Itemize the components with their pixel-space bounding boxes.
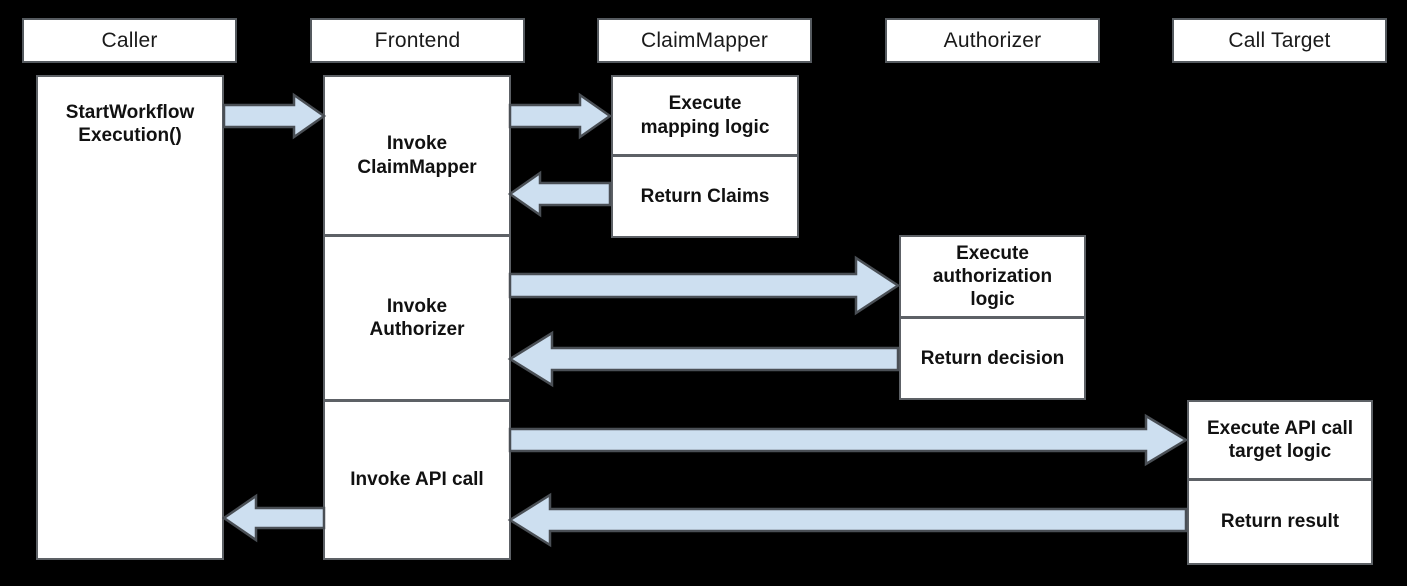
message-arrow-frontend-to-calltarget xyxy=(508,413,1189,467)
participant-header-calltarget: Call Target xyxy=(1172,18,1387,63)
message-arrow-frontend-to-claimmapper xyxy=(508,92,613,140)
activation-authorizer-return-line1: Return decision xyxy=(920,347,1065,369)
message-arrow-calltarget-to-frontend xyxy=(507,492,1188,548)
activation-calltarget-exec-line2: target logic xyxy=(1228,441,1332,462)
activation-frontend-invoke-claimmapper: Invoke ClaimMapper xyxy=(323,75,511,236)
participant-header-calltarget-label: Call Target xyxy=(1228,28,1331,52)
activation-claimmapper-return-claims: Return Claims xyxy=(611,156,799,238)
message-arrow-claimmapper-to-frontend xyxy=(507,170,612,218)
activation-claimmapper-exec-line1: Execute xyxy=(668,93,742,115)
participant-header-frontend-label: Frontend xyxy=(374,28,461,52)
activation-calltarget-return-result: Return result xyxy=(1187,480,1373,565)
activation-authorizer-execute-authorization-logic: Execute authorization logic xyxy=(899,235,1086,318)
activation-caller-line2: Execution() xyxy=(78,125,182,147)
activation-claimmapper-return-line1: Return Claims xyxy=(640,185,770,207)
participant-header-claimmapper-label: ClaimMapper xyxy=(640,28,769,52)
participant-header-claimmapper: ClaimMapper xyxy=(597,18,812,63)
activation-claimmapper-exec-line2: mapping logic xyxy=(640,116,770,138)
activation-authorizer-exec-line3: logic xyxy=(970,289,1015,311)
activation-frontend-apicall-line1: Invoke API call xyxy=(350,469,484,491)
message-arrow-authorizer-to-frontend xyxy=(507,330,900,388)
activation-authorizer-return-decision: Return decision xyxy=(899,318,1086,400)
activation-caller-line1: StartWorkflow xyxy=(65,102,195,123)
participant-header-frontend: Frontend xyxy=(310,18,525,63)
activation-authorizer-exec-line2: authorization xyxy=(932,265,1053,287)
message-arrow-frontend-to-authorizer xyxy=(508,255,901,316)
participant-header-caller-label: Caller xyxy=(101,28,158,52)
activation-calltarget-return-line1: Return result xyxy=(1220,511,1340,533)
message-arrow-caller-to-frontend xyxy=(222,92,327,140)
activation-frontend-claimmapper-line2: ClaimMapper xyxy=(357,156,477,178)
activation-claimmapper-execute-mapping-logic: Execute mapping logic xyxy=(611,75,799,156)
activation-calltarget-execute-api-call-target-logic: Execute API call target logic xyxy=(1187,400,1373,480)
activation-authorizer-exec-line1: Execute xyxy=(956,242,1029,264)
activation-frontend-claimmapper-line1: Invoke xyxy=(386,133,448,155)
activation-frontend-authorizer-line2: Authorizer xyxy=(369,319,465,340)
participant-header-caller: Caller xyxy=(22,18,237,63)
activation-caller-start-workflow-execution: StartWorkflow Execution() xyxy=(36,75,224,560)
activation-frontend-authorizer-line1: Invoke xyxy=(386,295,448,317)
activation-frontend-invoke-api-call: Invoke API call xyxy=(323,401,511,560)
participant-header-authorizer: Authorizer xyxy=(885,18,1100,63)
activation-calltarget-exec-line1: Execute API call xyxy=(1206,417,1354,439)
participant-header-authorizer-label: Authorizer xyxy=(943,28,1042,52)
message-arrow-frontend-to-caller xyxy=(221,493,326,543)
activation-frontend-invoke-authorizer: Invoke Authorizer xyxy=(323,236,511,401)
